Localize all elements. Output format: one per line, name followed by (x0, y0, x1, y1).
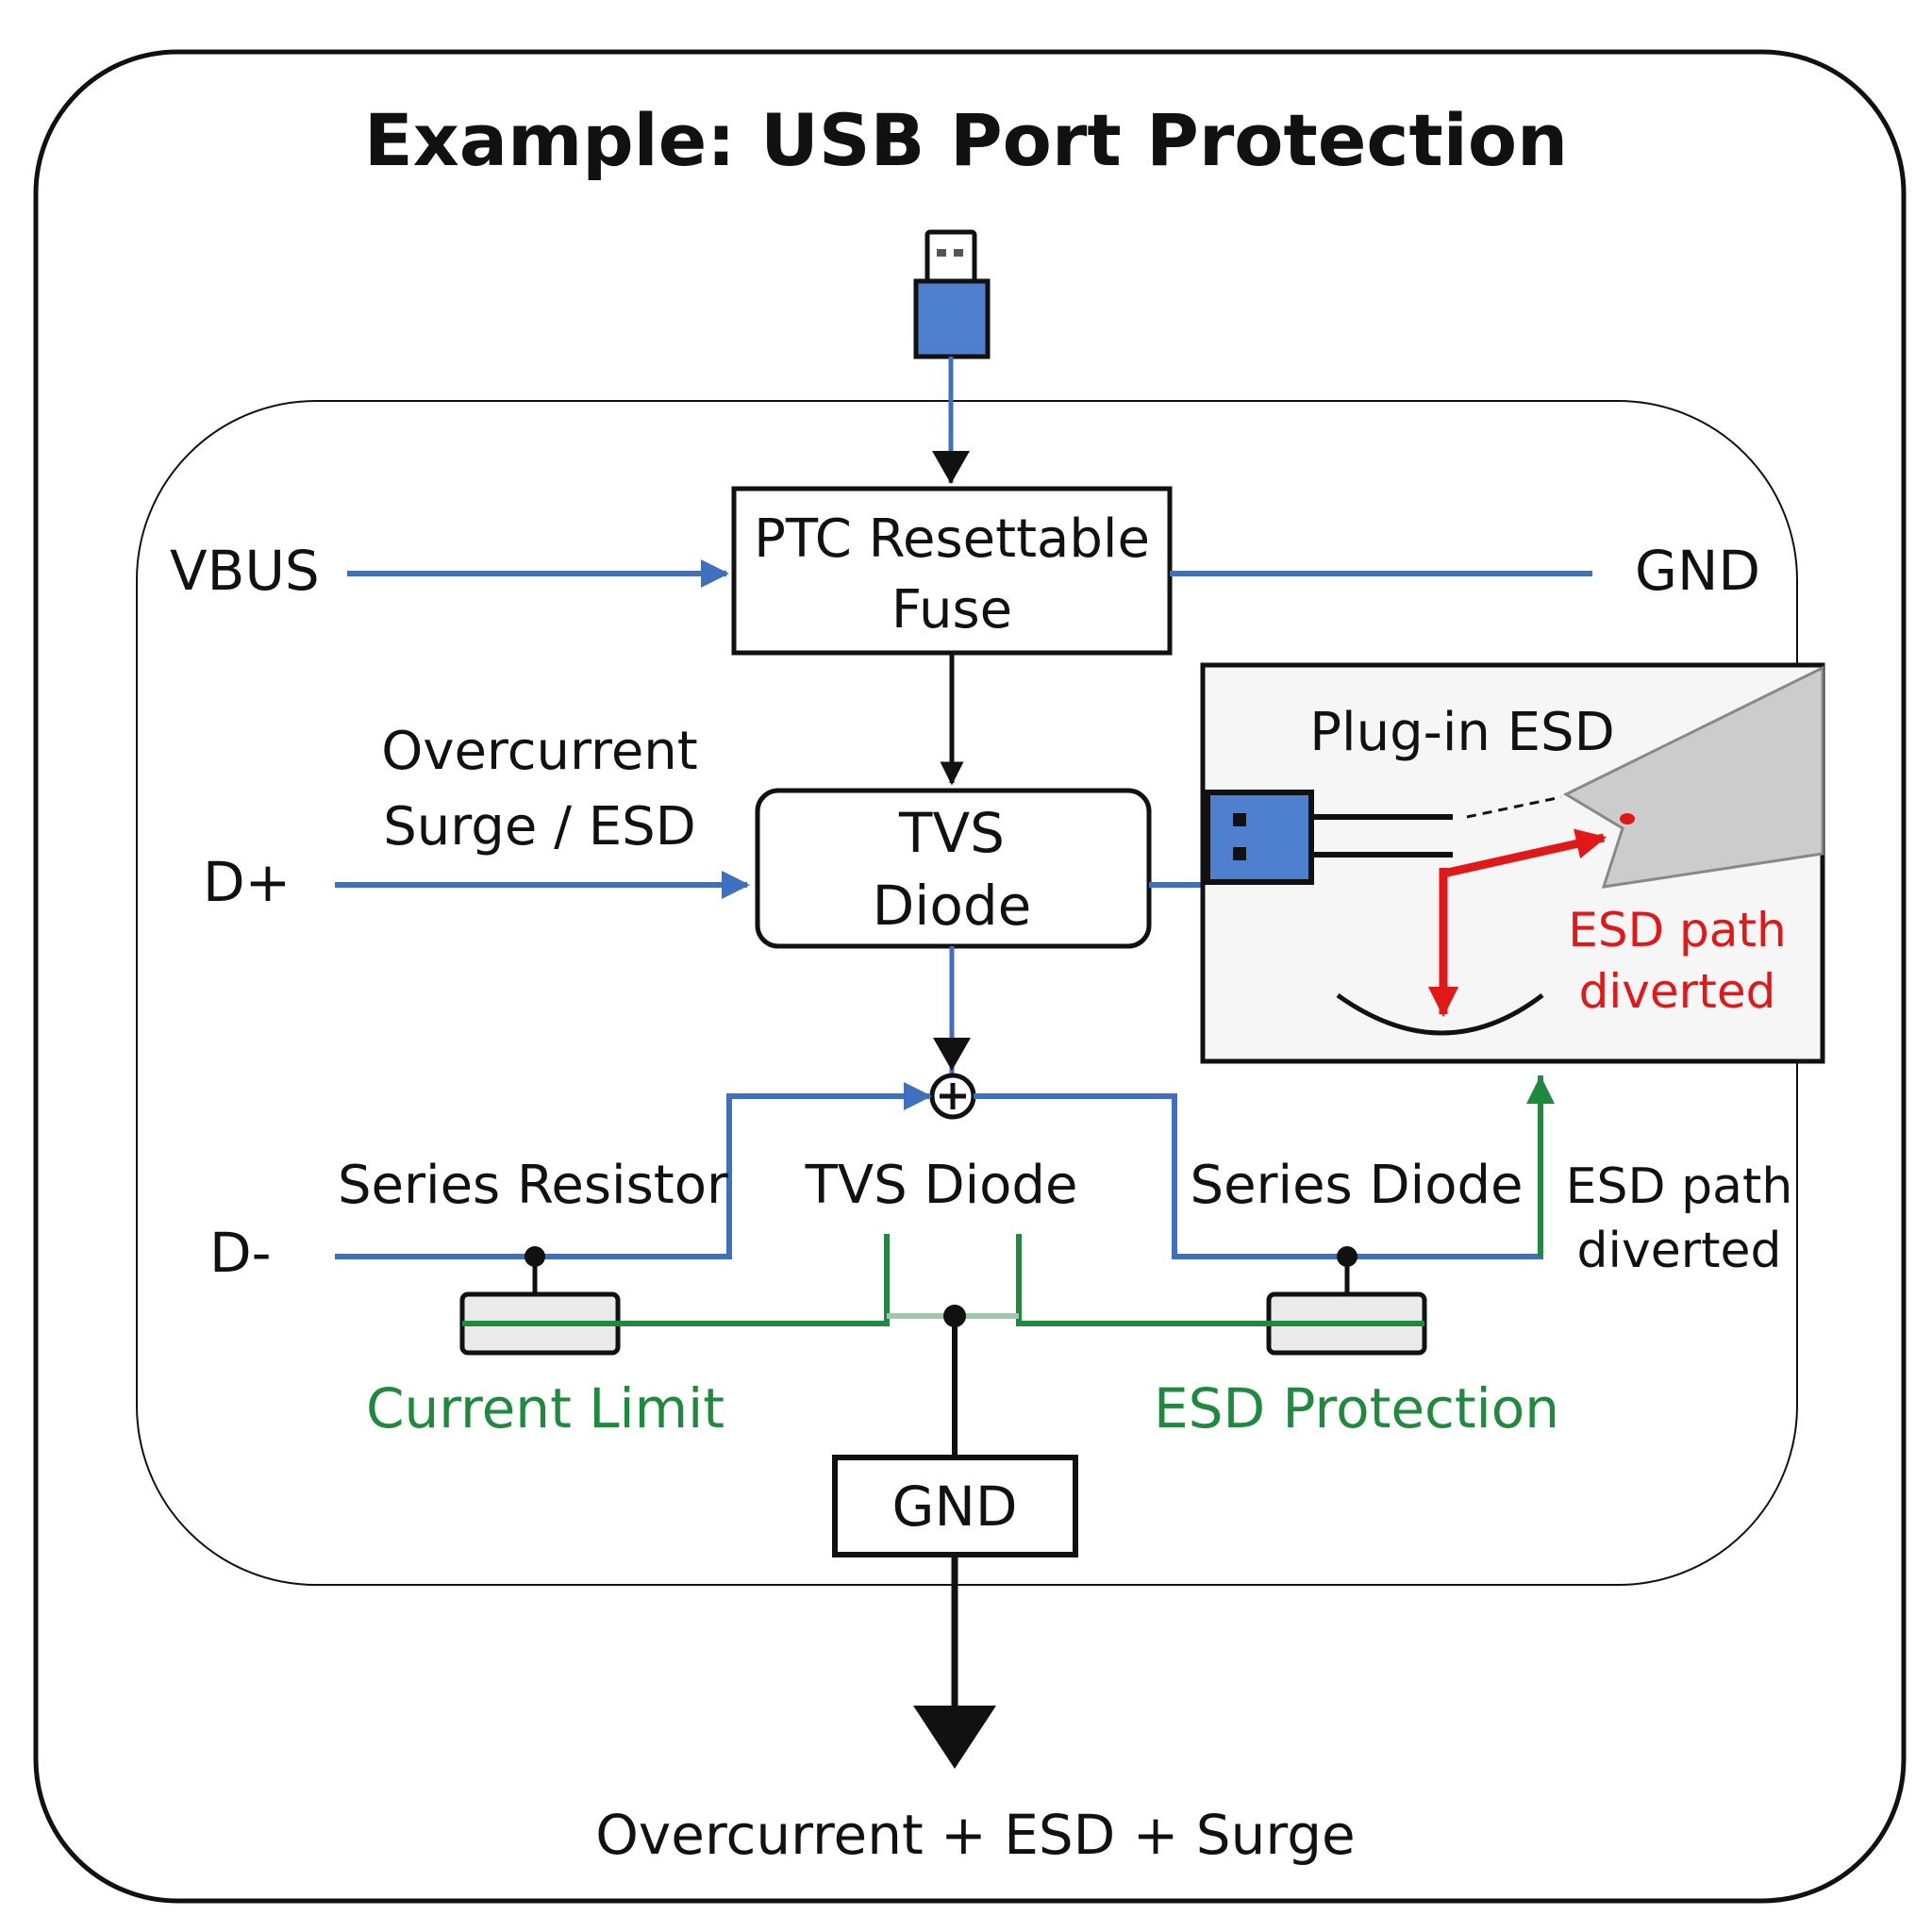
overcurrent-label: Overcurrent (381, 721, 697, 782)
gnd-right-label: GND (1635, 539, 1760, 603)
bottom-caption: Overcurrent + ESD + Surge (595, 1803, 1355, 1867)
tvs-box-label-line2: Diode (873, 874, 1032, 938)
circle-plus-icon (929, 1073, 976, 1120)
esd-path-right-line2: diverted (1577, 1223, 1782, 1279)
inset-esd-path-line1: ESD path (1568, 903, 1786, 958)
vbus-label: VBUS (170, 539, 320, 603)
esd-path-right-line1: ESD path (1566, 1158, 1793, 1215)
tvs-diode-center-label: TVS Diode (805, 1155, 1078, 1216)
tvs-box-label-line1: TVS (898, 801, 1005, 865)
series-resistor-label: Series Resistor (338, 1155, 729, 1216)
ptc-fuse-label-line1: PTC Resettable (754, 508, 1150, 570)
esd-protection-label: ESD Protection (1154, 1376, 1559, 1441)
page-title: Example: USB Port Protection (364, 98, 1568, 182)
inset-title: Plug-in ESD (1309, 702, 1614, 763)
esd-probe-icon (1466, 665, 1824, 889)
ptc-fuse-label-line2: Fuse (891, 579, 1012, 641)
usb-to-ptc-arrowhead (932, 451, 970, 484)
plug-in-esd-inset: Plug-in ESD ESD path diverted (1200, 662, 1825, 1064)
series-diode-label: Series Diode (1191, 1155, 1524, 1216)
current-limit-label: Current Limit (366, 1376, 724, 1441)
gnd-box-label: GND (892, 1474, 1018, 1539)
inset-esd-path-line2: diverted (1579, 964, 1776, 1019)
d-plus-label: D+ (203, 850, 291, 914)
inset-ground-arc (1336, 992, 1544, 1036)
surge-esd-label: Surge / ESD (383, 796, 696, 858)
inset-usb-plug-icon (1205, 790, 1453, 885)
d-minus-label: D- (209, 1221, 272, 1285)
tvs-to-junction-arrowhead (933, 1038, 971, 1071)
gnd-box (832, 1455, 1078, 1557)
bottom-arrowhead (913, 1706, 996, 1769)
